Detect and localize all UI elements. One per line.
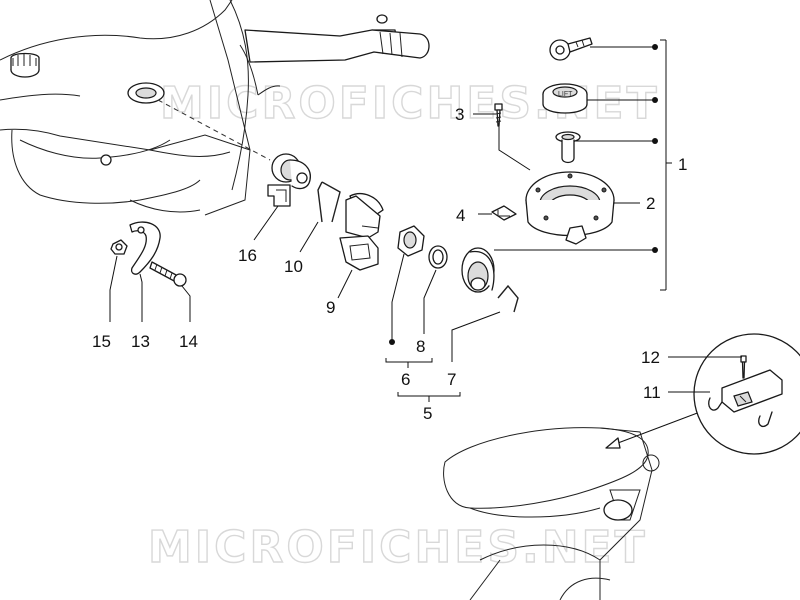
callout-16: 16	[238, 246, 257, 265]
projection-line-ignition	[157, 99, 271, 161]
callout-13: 13	[131, 332, 150, 351]
part-bushing	[555, 131, 581, 164]
scooter-front-illustration	[0, 0, 430, 216]
part-4-clip-nut	[491, 205, 517, 221]
part-16-ignition-switch	[267, 153, 311, 207]
leader-lines	[109, 39, 742, 402]
lift-label: LIFT	[558, 91, 573, 98]
callout-9: 9	[326, 298, 335, 317]
part-6-lock-cylinder	[397, 225, 425, 257]
part-14-screw	[149, 261, 187, 287]
callout-6: 6	[401, 370, 410, 389]
part-15-nut	[110, 239, 128, 255]
callout-3: 3	[455, 105, 464, 124]
part-9-antenna-holder	[339, 193, 384, 271]
part-key	[549, 37, 593, 61]
callout-5: 5	[423, 404, 432, 423]
detail-circle	[693, 333, 800, 455]
callout-10: 10	[284, 257, 303, 276]
callout-8: 8	[416, 337, 425, 356]
callout-2: 2	[646, 194, 655, 213]
part-13-bracket	[129, 221, 161, 275]
arrow-head	[605, 437, 621, 449]
part-7-clip	[497, 284, 519, 313]
part-2-tank-ring	[525, 171, 615, 245]
callout-4: 4	[456, 206, 465, 225]
callout-12: 12	[641, 348, 660, 367]
part-lock-housing	[461, 247, 495, 293]
watermark-bottom: MICROFICHES.NET	[148, 522, 648, 573]
callout-1: 1	[678, 155, 687, 174]
callout-15: 15	[92, 332, 111, 351]
callout-14: 14	[179, 332, 198, 351]
part-8-washer	[428, 245, 448, 269]
scooter-seat-illustration	[443, 427, 660, 600]
part-fuel-cap: LIFT	[542, 83, 588, 114]
callout-11: 11	[643, 383, 661, 402]
arrow-to-detail	[609, 411, 701, 447]
callout-7: 7	[447, 370, 456, 389]
part-10-spring-clip	[317, 181, 341, 223]
